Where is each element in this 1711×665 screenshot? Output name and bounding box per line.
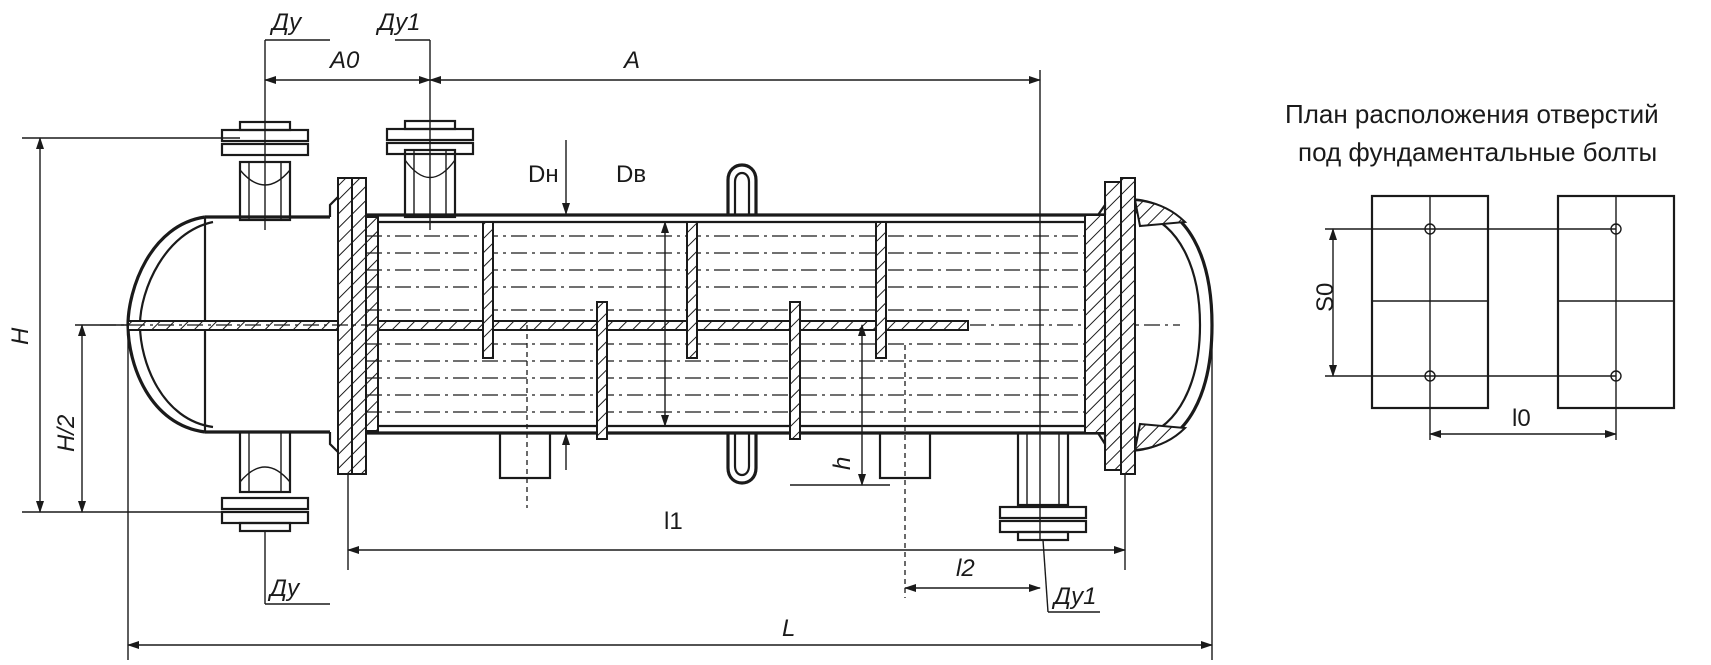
label-l-total: L bbox=[782, 615, 795, 642]
label-a0: А0 bbox=[328, 47, 360, 74]
label-du-top: Ду bbox=[269, 9, 303, 36]
nozzle-du1-bottom bbox=[998, 431, 1088, 542]
dimensions bbox=[22, 39, 1213, 660]
nozzle-du-bottom bbox=[220, 430, 310, 533]
expansion-joint bbox=[726, 163, 758, 485]
bolt-hole-plan bbox=[1325, 194, 1676, 440]
plan-title-line1: План расположения отверстий bbox=[1285, 99, 1659, 129]
supports bbox=[498, 325, 932, 598]
tie-rod bbox=[377, 320, 969, 331]
right-tube-sheet bbox=[1097, 177, 1136, 475]
label-h-big: H bbox=[7, 327, 34, 345]
label-du1-bottom: Ду1 bbox=[1051, 583, 1097, 610]
label-dn: Dн bbox=[528, 161, 559, 188]
label-h-small: h bbox=[829, 457, 856, 470]
label-l0: l0 bbox=[1512, 405, 1531, 432]
label-a: А bbox=[622, 47, 640, 74]
plan-title-line2: под фундаментальные болты bbox=[1298, 137, 1657, 167]
baffles bbox=[482, 214, 1106, 440]
label-du1-top: Ду1 bbox=[375, 9, 421, 36]
label-s0: S0 bbox=[1312, 283, 1339, 312]
label-du-bottom: Ду bbox=[267, 575, 301, 602]
left-tube-sheet bbox=[328, 177, 379, 475]
label-l1: l1 bbox=[664, 508, 683, 535]
label-l2: l2 bbox=[956, 555, 975, 582]
label-h-half: H/2 bbox=[53, 415, 80, 452]
label-dv: Dв bbox=[616, 161, 646, 188]
